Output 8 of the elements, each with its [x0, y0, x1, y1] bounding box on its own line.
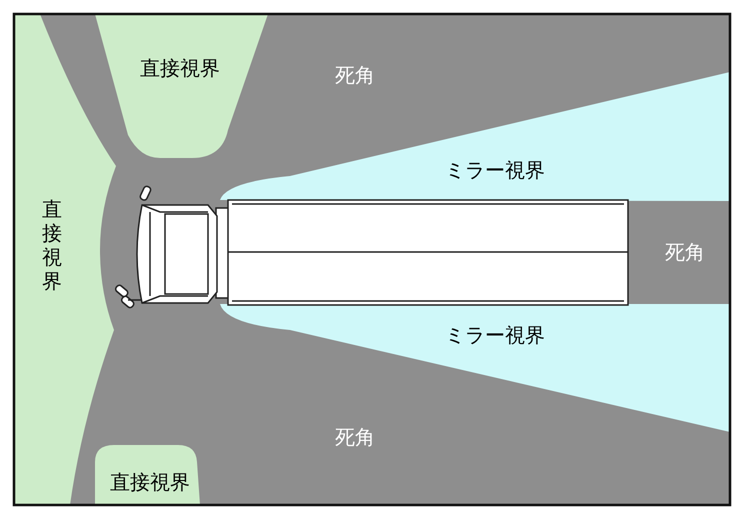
area-label: 直接視界 [110, 470, 190, 494]
blind-spot-label: 死角 [335, 63, 375, 87]
area-label: 直接視界 [41, 197, 63, 293]
area-label: ミラー視界 [445, 323, 545, 347]
blind-spot-label: 死角 [665, 240, 705, 264]
area-label: 直接視界 [140, 56, 220, 80]
area-label: ミラー視界 [445, 158, 545, 182]
blind-spot-label: 死角 [335, 425, 375, 449]
